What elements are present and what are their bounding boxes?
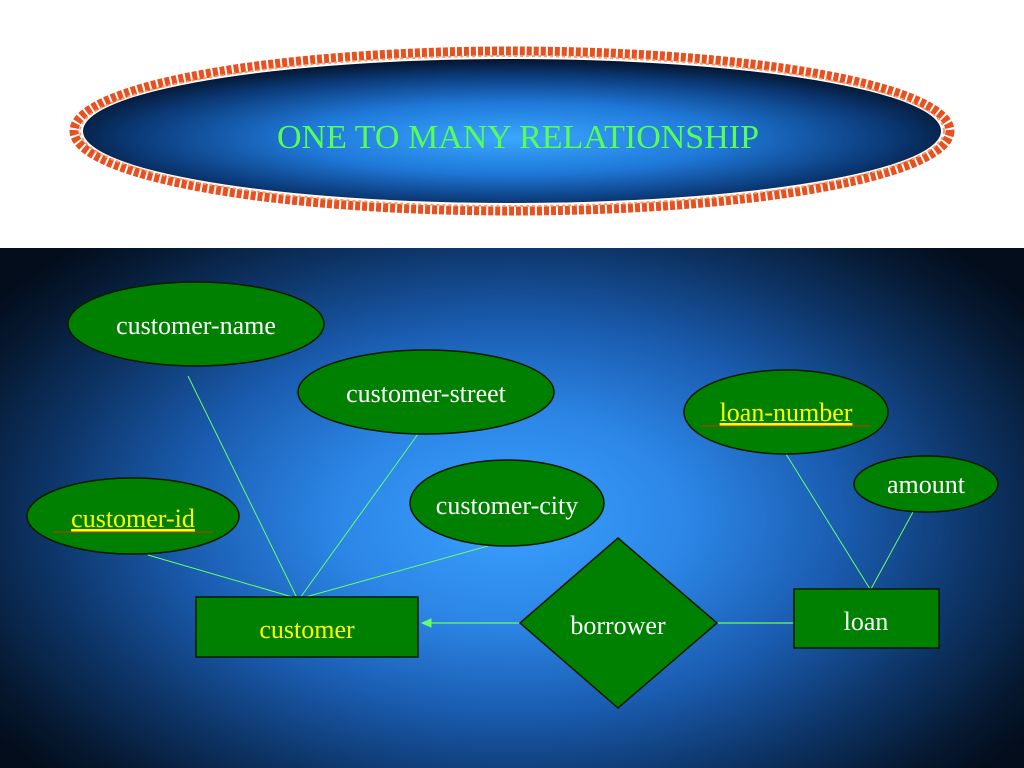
attribute-customer-street[interactable]: customer-street xyxy=(297,349,555,435)
connector-customer-city xyxy=(301,545,489,599)
entity-rect xyxy=(195,596,419,658)
attribute-label-customer-city: customer-city xyxy=(436,491,578,520)
attribute-customer-name[interactable]: customer-name xyxy=(67,281,325,367)
er-diagram: customer-name customer-street customer-c… xyxy=(26,281,999,709)
title-banner: ONE TO MANY RELATIONSHIP xyxy=(69,46,955,216)
title-ellipse-border-inner xyxy=(79,55,945,207)
attribute-label-loan-number: loan-number xyxy=(720,398,853,427)
attribute-ellipse xyxy=(26,477,240,555)
attribute-customer-id[interactable]: customer-id xyxy=(26,477,240,555)
attribute-ellipse xyxy=(67,281,325,367)
slide-title: ONE TO MANY RELATIONSHIP xyxy=(277,119,759,156)
relationship-label-borrower: borrower xyxy=(570,611,666,640)
attribute-label-customer-street: customer-street xyxy=(346,379,507,408)
entity-customer[interactable]: customer xyxy=(195,596,419,658)
entity-label-loan: loan xyxy=(844,607,889,636)
connector-loan-number xyxy=(785,453,871,590)
attribute-amount[interactable]: amount xyxy=(853,455,999,513)
attribute-label-customer-name: customer-name xyxy=(116,311,276,340)
attribute-ellipse xyxy=(409,459,605,547)
attribute-label-amount: amount xyxy=(887,470,966,499)
connector-customer-street xyxy=(299,433,419,599)
entity-label-customer: customer xyxy=(259,615,355,644)
relationship-diamond xyxy=(518,537,719,709)
title-ellipse xyxy=(83,59,941,203)
attribute-loan-number[interactable]: loan-number xyxy=(683,369,889,455)
entity-rect xyxy=(793,588,940,649)
attribute-ellipse xyxy=(297,349,555,435)
attribute-ellipse xyxy=(853,455,999,513)
diagram-panel: customer-name customer-street customer-c… xyxy=(0,248,1024,768)
connector-customer-name xyxy=(187,375,298,599)
relationship-borrower[interactable]: borrower xyxy=(518,537,719,709)
attribute-ellipse xyxy=(683,369,889,455)
attribute-label-customer-id: customer-id xyxy=(71,504,195,533)
connector-customer-id xyxy=(147,554,297,599)
attribute-customer-city[interactable]: customer-city xyxy=(409,459,605,547)
title-ellipse-border xyxy=(69,46,955,216)
entity-loan[interactable]: loan xyxy=(793,588,940,649)
connector-amount xyxy=(870,511,914,590)
